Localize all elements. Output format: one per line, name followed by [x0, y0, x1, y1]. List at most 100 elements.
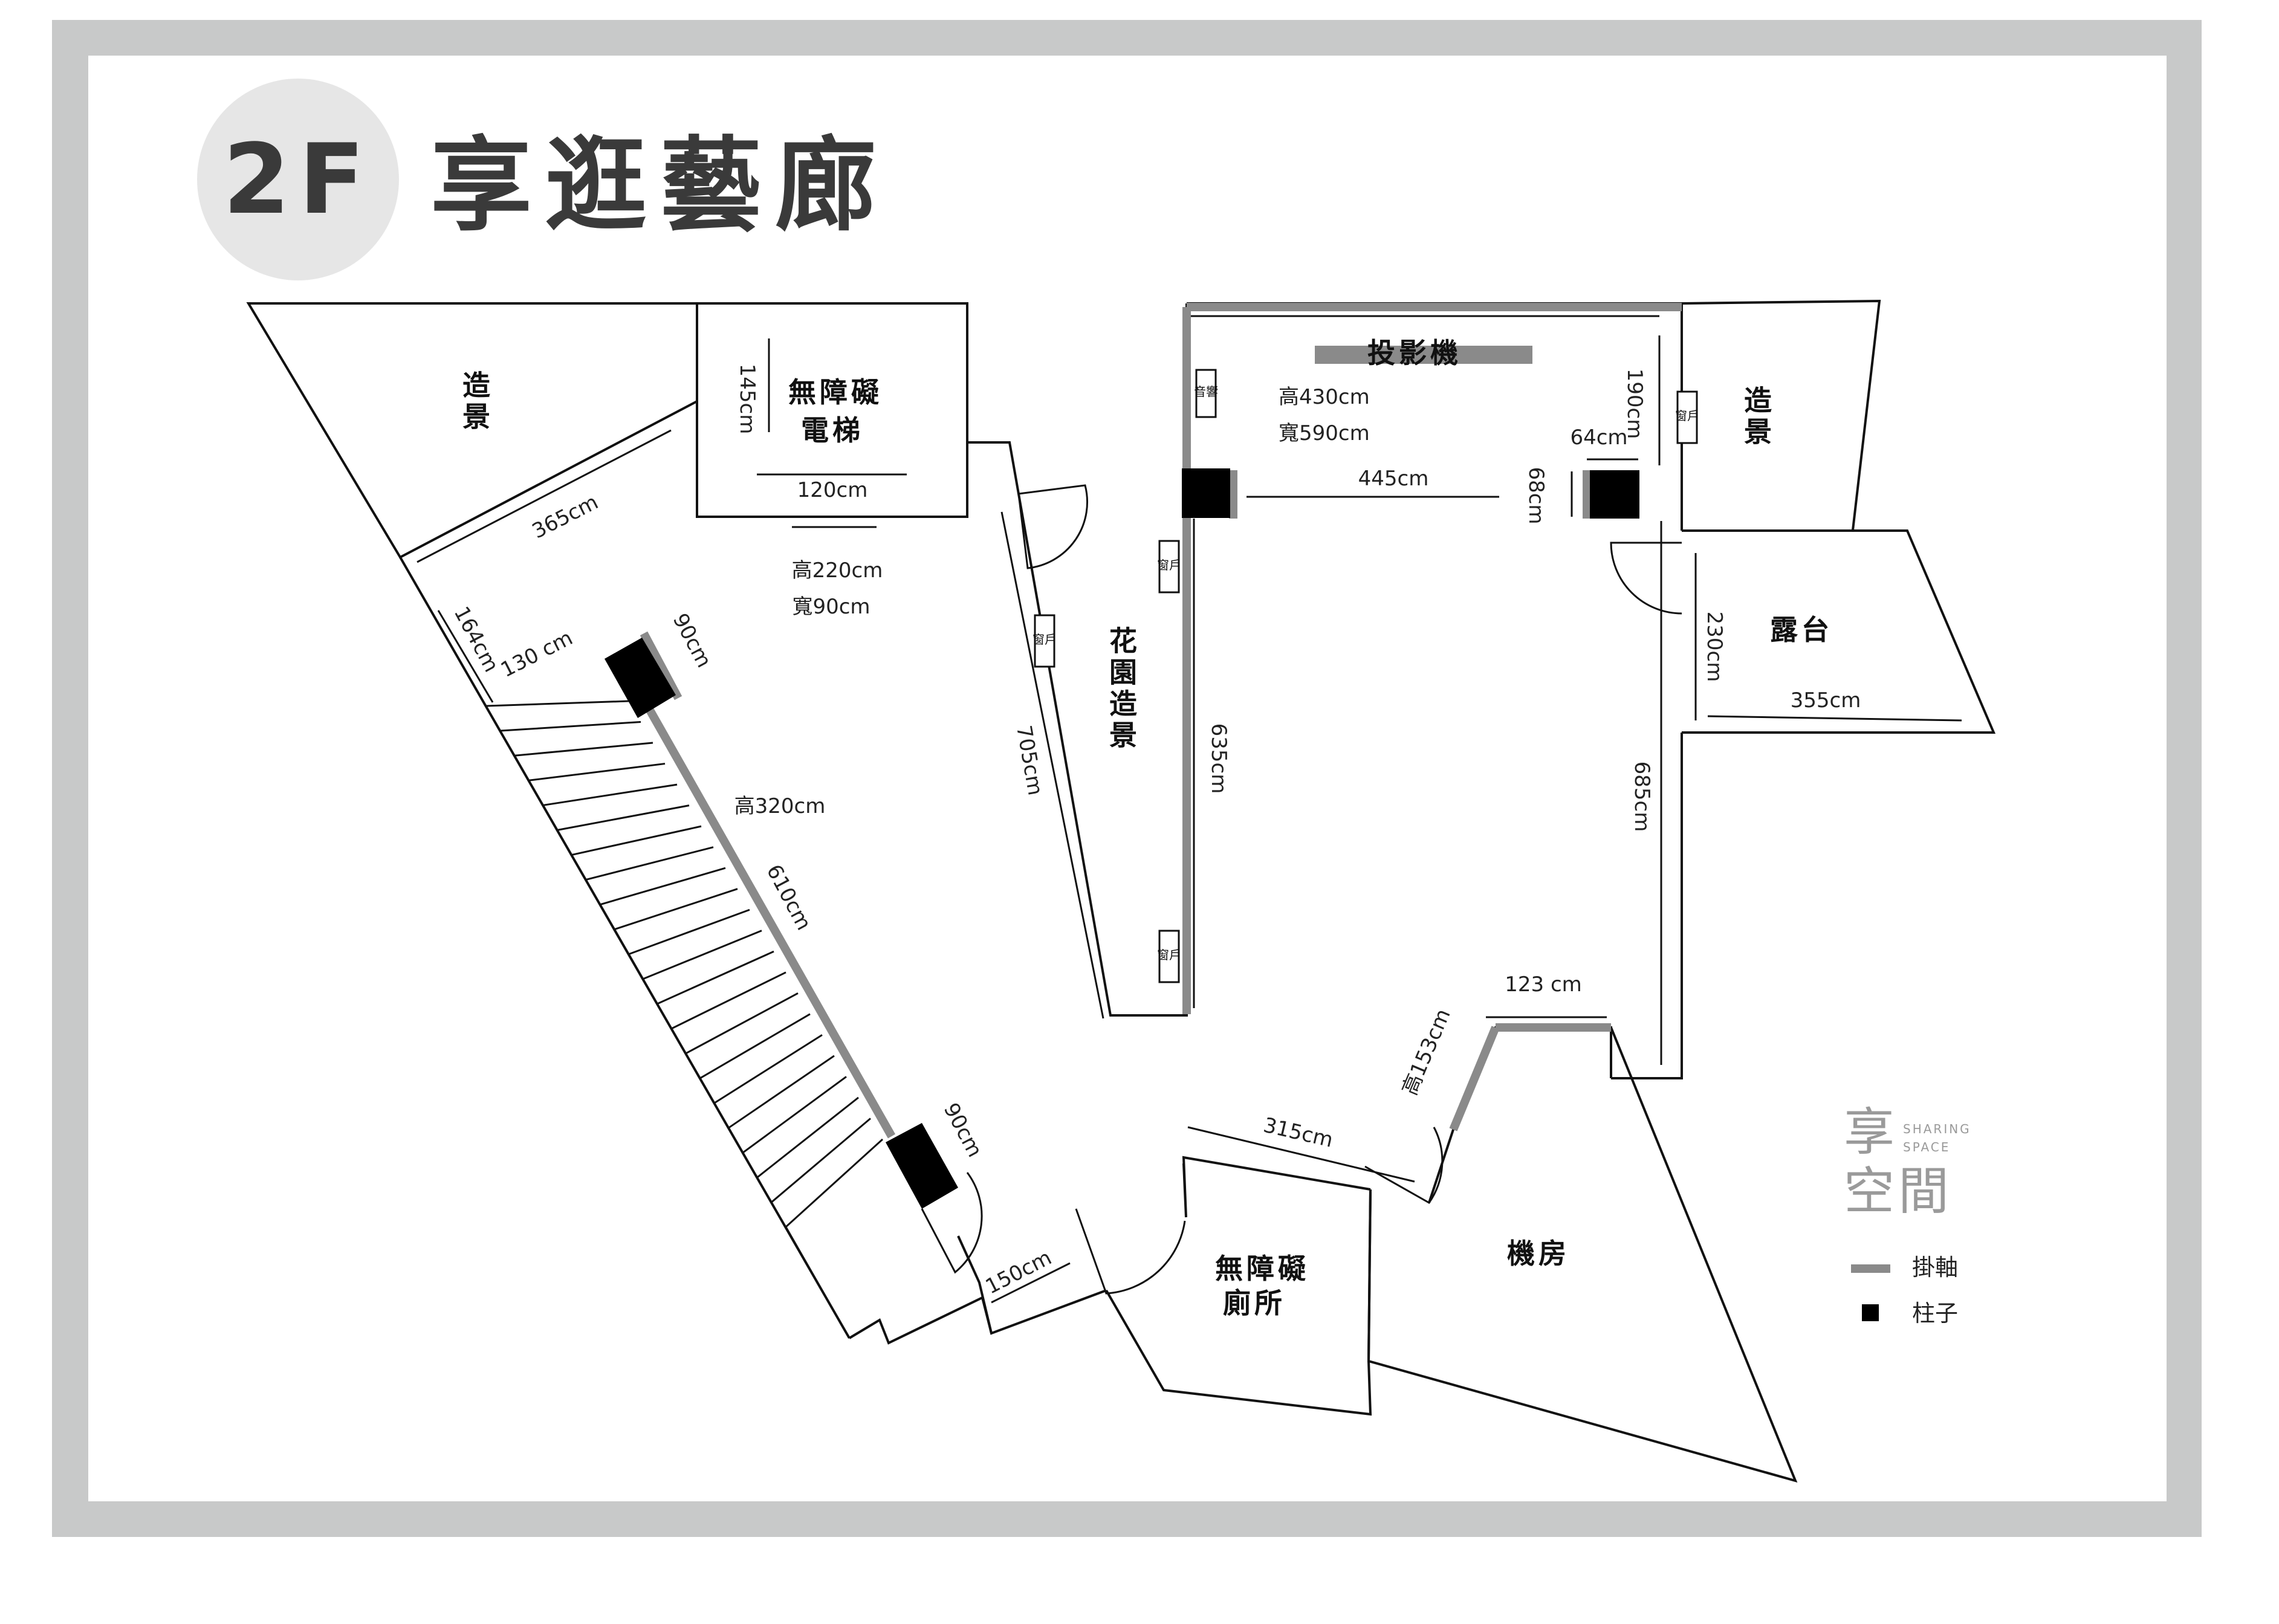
doors: [921, 484, 1682, 1295]
floor-badge-circle: [197, 79, 399, 280]
stair-tread: [686, 992, 799, 1054]
floor-badge-text: 2F: [223, 123, 374, 236]
legend-pillar-swatch: [1862, 1304, 1879, 1321]
rail-notch: [1449, 1026, 1500, 1131]
dim-123: 123 cm: [1505, 972, 1582, 997]
room-labels: 造景 無障礙 電梯 投影機 造景 露台 花園造景 無障礙 廁所 機房: [458, 337, 1833, 1319]
small-label-boxes: 音響 窗戶 窗戶 窗戶 窗戶: [1033, 369, 1699, 983]
stair-tread: [572, 825, 702, 856]
stair-tread: [742, 1076, 847, 1154]
stair-tread: [671, 971, 786, 1029]
stair-tread: [756, 1096, 859, 1179]
dim-gallery-h: 高430cm: [1279, 385, 1370, 409]
window-label-4: 窗戶: [1675, 409, 1699, 423]
dim-190: 190cm: [1623, 369, 1647, 439]
label-machine-room: 機房: [1507, 1237, 1570, 1270]
brand-en2: SPACE: [1903, 1140, 1950, 1154]
stair-tread: [557, 804, 690, 831]
door-machine-room: [1364, 1127, 1444, 1204]
dim-elev-h: 高220cm: [792, 558, 883, 583]
legend: 掛軸 柱子: [1851, 1254, 1958, 1327]
projector-bar: [1315, 346, 1532, 364]
dim-445: 445cm: [1358, 467, 1429, 491]
dim-230: 230cm: [1702, 612, 1726, 682]
inner-panel: [88, 56, 2167, 1501]
wall-toilet-top: [1182, 1156, 1371, 1218]
label-terrace: 露台: [1770, 613, 1833, 646]
brand-logo: 享 空 間 SHARING SPACE: [1844, 1102, 1971, 1221]
label-landscape-right: 造景: [1740, 386, 1772, 448]
brand-line1: 享: [1844, 1102, 1895, 1162]
door-toilet: [1075, 1208, 1186, 1295]
stair-tread: [501, 721, 641, 732]
door-stair: [921, 1172, 983, 1274]
window-label-3: 窗戶: [1157, 948, 1181, 962]
stair-tread: [785, 1138, 884, 1228]
label-toilet-line2: 廁所: [1223, 1287, 1286, 1319]
stair-tread: [629, 908, 750, 955]
wall-left-outer: [399, 557, 851, 1339]
pillar-gallery-left: [1182, 468, 1230, 518]
brand-line2: 空: [1844, 1162, 1895, 1221]
page-title: 享逛藝廊: [430, 126, 890, 245]
door-garden: [1017, 484, 1088, 569]
brand-line3: 間: [1898, 1162, 1949, 1221]
stair-tread: [529, 763, 666, 781]
dim-68: 68cm: [1524, 467, 1548, 524]
stair-tread: [699, 1013, 811, 1079]
dim-355: 355cm: [1791, 688, 1861, 713]
wall-toilet: [1105, 1189, 1372, 1416]
legend-rail-label: 掛軸: [1912, 1254, 1958, 1281]
hanging-rails: [640, 303, 1682, 1139]
label-elevator-line1: 無障礙: [788, 376, 883, 409]
legend-pillar-label: 柱子: [1912, 1300, 1958, 1327]
stair-tread: [643, 930, 762, 980]
dim-gallery-w: 寬590cm: [1279, 421, 1370, 445]
stair-tread: [714, 1034, 823, 1104]
stair-tread: [600, 867, 726, 905]
pillar-gallery-right: [1590, 470, 1639, 519]
wall-terrace: [1682, 529, 1996, 734]
wall-corridor-bottom: [957, 1235, 993, 1334]
rail-stair-top: [640, 631, 682, 700]
stair-tread: [728, 1055, 835, 1129]
stair-tread: [657, 950, 774, 1004]
dim-145: 145cm: [735, 364, 759, 435]
wall-gallery-right-lower: [1611, 733, 1683, 1079]
pillar-stair-bottom: [886, 1123, 958, 1209]
dim-635: 635cm: [1207, 723, 1231, 794]
label-garden: 花園造景: [1105, 626, 1138, 752]
wall-landscape-right: [1681, 299, 1881, 531]
door-gallery-right: [1610, 542, 1682, 615]
wall-elevator: [696, 302, 968, 518]
stair-tread: [586, 846, 714, 881]
window-label-1: 窗戶: [1157, 558, 1181, 572]
label-landscape-left: 造景: [458, 370, 491, 433]
brand-en1: SHARING: [1903, 1122, 1971, 1136]
dim-120: 120cm: [797, 478, 868, 502]
label-toilet-line1: 無障礙: [1215, 1252, 1309, 1285]
dim-685: 685cm: [1630, 762, 1654, 832]
stair-tread: [771, 1118, 871, 1203]
label-projector: 投影機: [1367, 337, 1462, 369]
stair-tread: [543, 783, 678, 806]
stair-tread: [486, 700, 629, 707]
stair-tread: [515, 742, 653, 757]
dim-64: 64cm: [1570, 425, 1627, 450]
rail-stair: [646, 708, 896, 1139]
staircase: [486, 700, 884, 1339]
label-elevator-line2: 電梯: [801, 414, 864, 447]
pillars: [605, 468, 1639, 1209]
wall-landscape-left: [246, 302, 698, 559]
dim-stair-h: 高320cm: [734, 794, 826, 818]
stair-end: [785, 1226, 851, 1339]
stair-tread: [614, 888, 738, 930]
wall-stair-bottom: [848, 1289, 1107, 1345]
window-label-2: 窗戶: [1033, 632, 1057, 647]
dimension-labels: 365cm 145cm 120cm 高220cm 寬90cm 164cm 130…: [449, 364, 1861, 1299]
dimension-lines: [417, 315, 1962, 1304]
pillar-stair-top: [605, 638, 676, 718]
dim-elev-w: 寬90cm: [792, 595, 870, 619]
speaker-label: 音響: [1194, 384, 1218, 399]
